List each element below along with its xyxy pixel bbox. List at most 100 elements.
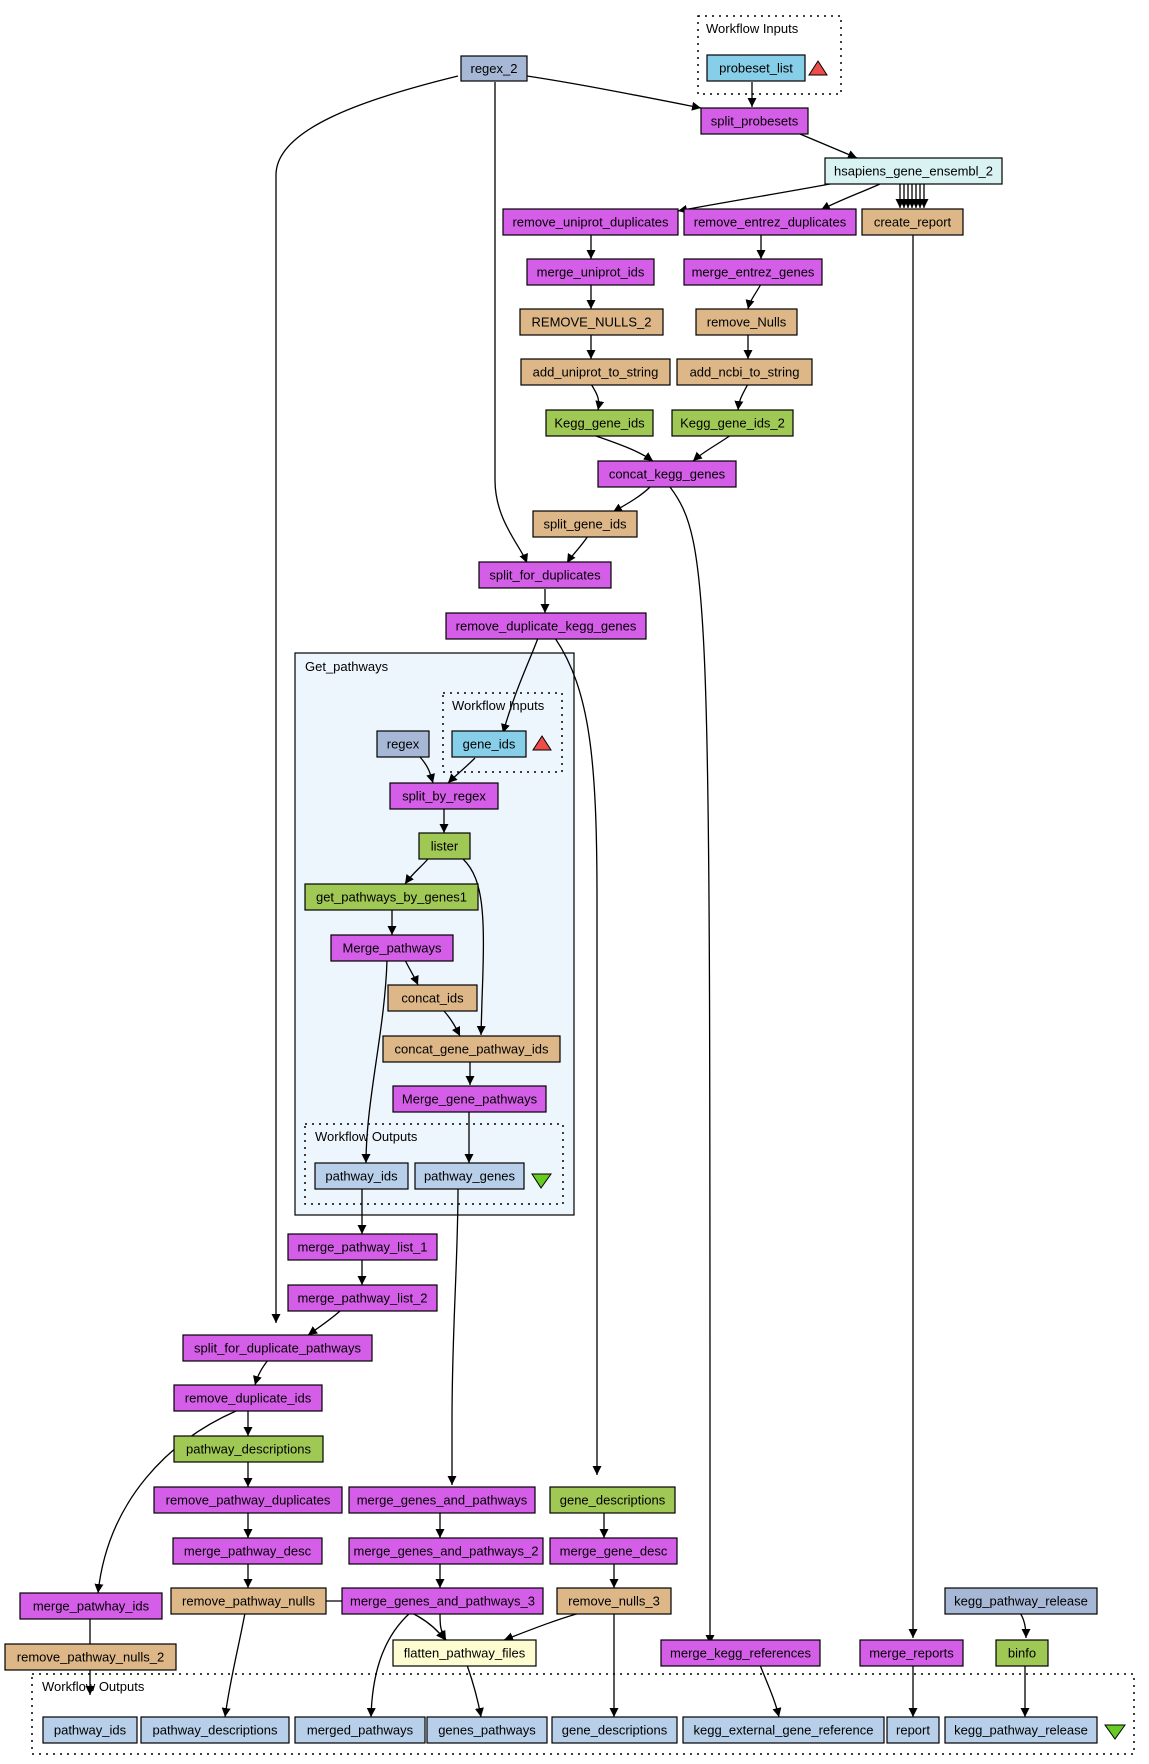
- node-box: [549, 1537, 678, 1565]
- node-out-merged-pathways[interactable]: merged_pathways: [294, 1716, 426, 1744]
- node-label: concat_gene_pathway_ids: [395, 1042, 549, 1057]
- node-remove-nulls[interactable]: remove_Nulls: [695, 308, 798, 336]
- node-label: merge_kegg_references: [670, 1646, 811, 1661]
- node-label: merge_patwhay_ids: [33, 1599, 150, 1614]
- edge: [307, 1310, 341, 1336]
- node-remove-uniprot-duplicates[interactable]: remove_uniprot_duplicates: [502, 208, 679, 236]
- node-split-probesets[interactable]: split_probesets: [700, 107, 809, 135]
- node-label: pathway_descriptions: [186, 1442, 312, 1457]
- node-remove-nulls-3[interactable]: remove_nulls_3: [556, 1587, 672, 1615]
- node-split-for-duplicates[interactable]: split_for_duplicates: [478, 561, 612, 589]
- node-label: kegg_external_gene_reference: [694, 1723, 874, 1738]
- node-box: [944, 1587, 1098, 1615]
- node-split-by-regex[interactable]: split_by_regex: [389, 782, 499, 810]
- node-merge-pathways[interactable]: Merge_pathways: [330, 934, 454, 962]
- node-split-gene-ids[interactable]: split_gene_ids: [532, 510, 638, 538]
- node-merge-genes-and-pathways-3[interactable]: merge_genes_and_pathways_3: [341, 1587, 544, 1615]
- node-merge-patwhay-ids[interactable]: merge_patwhay_ids: [19, 1592, 163, 1620]
- node-merge-pathway-list-2[interactable]: merge_pathway_list_2: [287, 1284, 438, 1312]
- node-regex[interactable]: regex: [376, 730, 430, 758]
- edge: [612, 486, 651, 513]
- node-remove-duplicate-ids[interactable]: remove_duplicate_ids: [173, 1384, 323, 1412]
- node-box: [172, 1537, 323, 1565]
- node-lister[interactable]: lister: [418, 832, 471, 860]
- node-concat-ids[interactable]: concat_ids: [387, 984, 478, 1012]
- node-box: [389, 782, 499, 810]
- node-flatten-pathway-files[interactable]: flatten_pathway_files: [392, 1639, 537, 1667]
- node-merge-gene-pathways[interactable]: Merge_gene_pathways: [392, 1085, 547, 1113]
- node-out-pathway-descriptions[interactable]: pathway_descriptions: [140, 1716, 290, 1744]
- node-gene-ids[interactable]: gene_ids: [451, 730, 527, 758]
- node-remove-nulls-2[interactable]: REMOVE_NULLS_2: [519, 308, 664, 336]
- node-label: merge_genes_and_pathways_3: [350, 1594, 535, 1609]
- node-add-ncbi-to-string[interactable]: add_ncbi_to_string: [676, 358, 813, 386]
- node-add-uniprot-to-string[interactable]: add_uniprot_to_string: [520, 358, 671, 386]
- node-merge-genes-and-pathways[interactable]: merge_genes_and_pathways: [348, 1486, 536, 1514]
- edge: [462, 858, 486, 1036]
- node-label: merge_uniprot_ids: [537, 265, 645, 280]
- node-box: [700, 107, 809, 135]
- node-hsapiens-gene-ensembl-2[interactable]: hsapiens_gene_ensembl_2: [824, 157, 1003, 185]
- node-box: [304, 883, 479, 911]
- node-remove-entrez-duplicates[interactable]: remove_entrez_duplicates: [683, 208, 857, 236]
- node-box: [392, 1085, 547, 1113]
- node-pathway-genes[interactable]: pathway_genes: [414, 1162, 525, 1190]
- node-box: [173, 1435, 324, 1463]
- node-label: kegg_pathway_release: [954, 1594, 1088, 1609]
- node-split-for-duplicate-pathways[interactable]: split_for_duplicate_pathways: [182, 1334, 373, 1362]
- node-box: [478, 561, 612, 589]
- node-box: [376, 730, 430, 758]
- node-kegg-gene-ids-2[interactable]: Kegg_gene_ids_2: [671, 409, 794, 437]
- node-merge-reports[interactable]: merge_reports: [859, 1639, 964, 1667]
- node-box: [660, 1639, 821, 1667]
- node-out-kegg-pathway-release[interactable]: kegg_pathway_release: [944, 1716, 1098, 1744]
- node-box: [549, 1486, 676, 1514]
- node-out-gene-descriptions[interactable]: gene_descriptions: [551, 1716, 678, 1744]
- node-create-report[interactable]: create_report: [861, 208, 964, 236]
- node-box: [348, 1537, 544, 1565]
- node-out-genes-pathways[interactable]: genes_pathways: [426, 1716, 548, 1744]
- node-box: [348, 1486, 536, 1514]
- node-concat-kegg-genes[interactable]: concat_kegg_genes: [597, 460, 737, 488]
- node-box: [42, 1716, 138, 1744]
- node-remove-pathway-duplicates[interactable]: remove_pathway_duplicates: [153, 1486, 343, 1514]
- node-merge-pathway-desc[interactable]: merge_pathway_desc: [172, 1537, 323, 1565]
- node-get-pathways-by-genes1[interactable]: get_pathways_by_genes1: [304, 883, 479, 911]
- node-label: remove_Nulls: [707, 315, 787, 330]
- node-remove-duplicate-kegg-genes[interactable]: remove_duplicate_kegg_genes: [445, 612, 647, 640]
- node-regex-2[interactable]: regex_2: [460, 55, 528, 82]
- node-label: kegg_pathway_release: [954, 1723, 1088, 1738]
- node-box: [460, 55, 528, 82]
- node-kegg-gene-ids[interactable]: Kegg_gene_ids: [545, 409, 654, 437]
- node-box: [944, 1716, 1098, 1744]
- node-pathway-descriptions-proc[interactable]: pathway_descriptions: [173, 1435, 324, 1463]
- node-box: [387, 984, 478, 1012]
- node-label: remove_pathway_duplicates: [166, 1493, 331, 1508]
- node-label: probeset_list: [719, 61, 793, 76]
- node-merge-pathway-list-1[interactable]: merge_pathway_list_1: [287, 1233, 438, 1261]
- node-out-pathway-ids[interactable]: pathway_ids: [42, 1716, 138, 1744]
- node-label: merge_pathway_list_1: [297, 1240, 427, 1255]
- node-out-report[interactable]: report: [886, 1716, 940, 1744]
- node-pathway-ids-inner[interactable]: pathway_ids: [314, 1162, 409, 1190]
- node-label: regex_2: [471, 61, 518, 76]
- edge: [253, 1359, 269, 1386]
- node-out-kegg-external-gene-reference[interactable]: kegg_external_gene_reference: [682, 1716, 885, 1744]
- node-gene-descriptions-proc[interactable]: gene_descriptions: [549, 1486, 676, 1514]
- node-label: concat_ids: [401, 991, 464, 1006]
- node-merge-entrez-genes[interactable]: merge_entrez_genes: [683, 258, 823, 286]
- node-box: [392, 1639, 537, 1667]
- node-remove-pathway-nulls[interactable]: remove_pathway_nulls: [170, 1587, 327, 1615]
- node-concat-gene-pathway-ids[interactable]: concat_gene_pathway_ids: [382, 1035, 561, 1063]
- edge: [419, 756, 435, 784]
- node-remove-pathway-nulls-2[interactable]: remove_pathway_nulls_2: [4, 1643, 177, 1671]
- node-merge-gene-desc[interactable]: merge_gene_desc: [549, 1537, 678, 1565]
- node-merge-kegg-references[interactable]: merge_kegg_references: [660, 1639, 821, 1667]
- node-probeset-list[interactable]: probeset_list: [706, 54, 806, 82]
- node-merge-genes-and-pathways-2[interactable]: merge_genes_and_pathways_2: [348, 1537, 544, 1565]
- node-kegg-pathway-release-const[interactable]: kegg_pathway_release: [944, 1587, 1098, 1615]
- node-binfo[interactable]: binfo: [995, 1639, 1049, 1667]
- edge: [94, 1410, 237, 1594]
- node-merge-uniprot-ids[interactable]: merge_uniprot_ids: [526, 258, 655, 286]
- cluster-workflow-inputs-top: Workflow Inputs: [697, 15, 842, 95]
